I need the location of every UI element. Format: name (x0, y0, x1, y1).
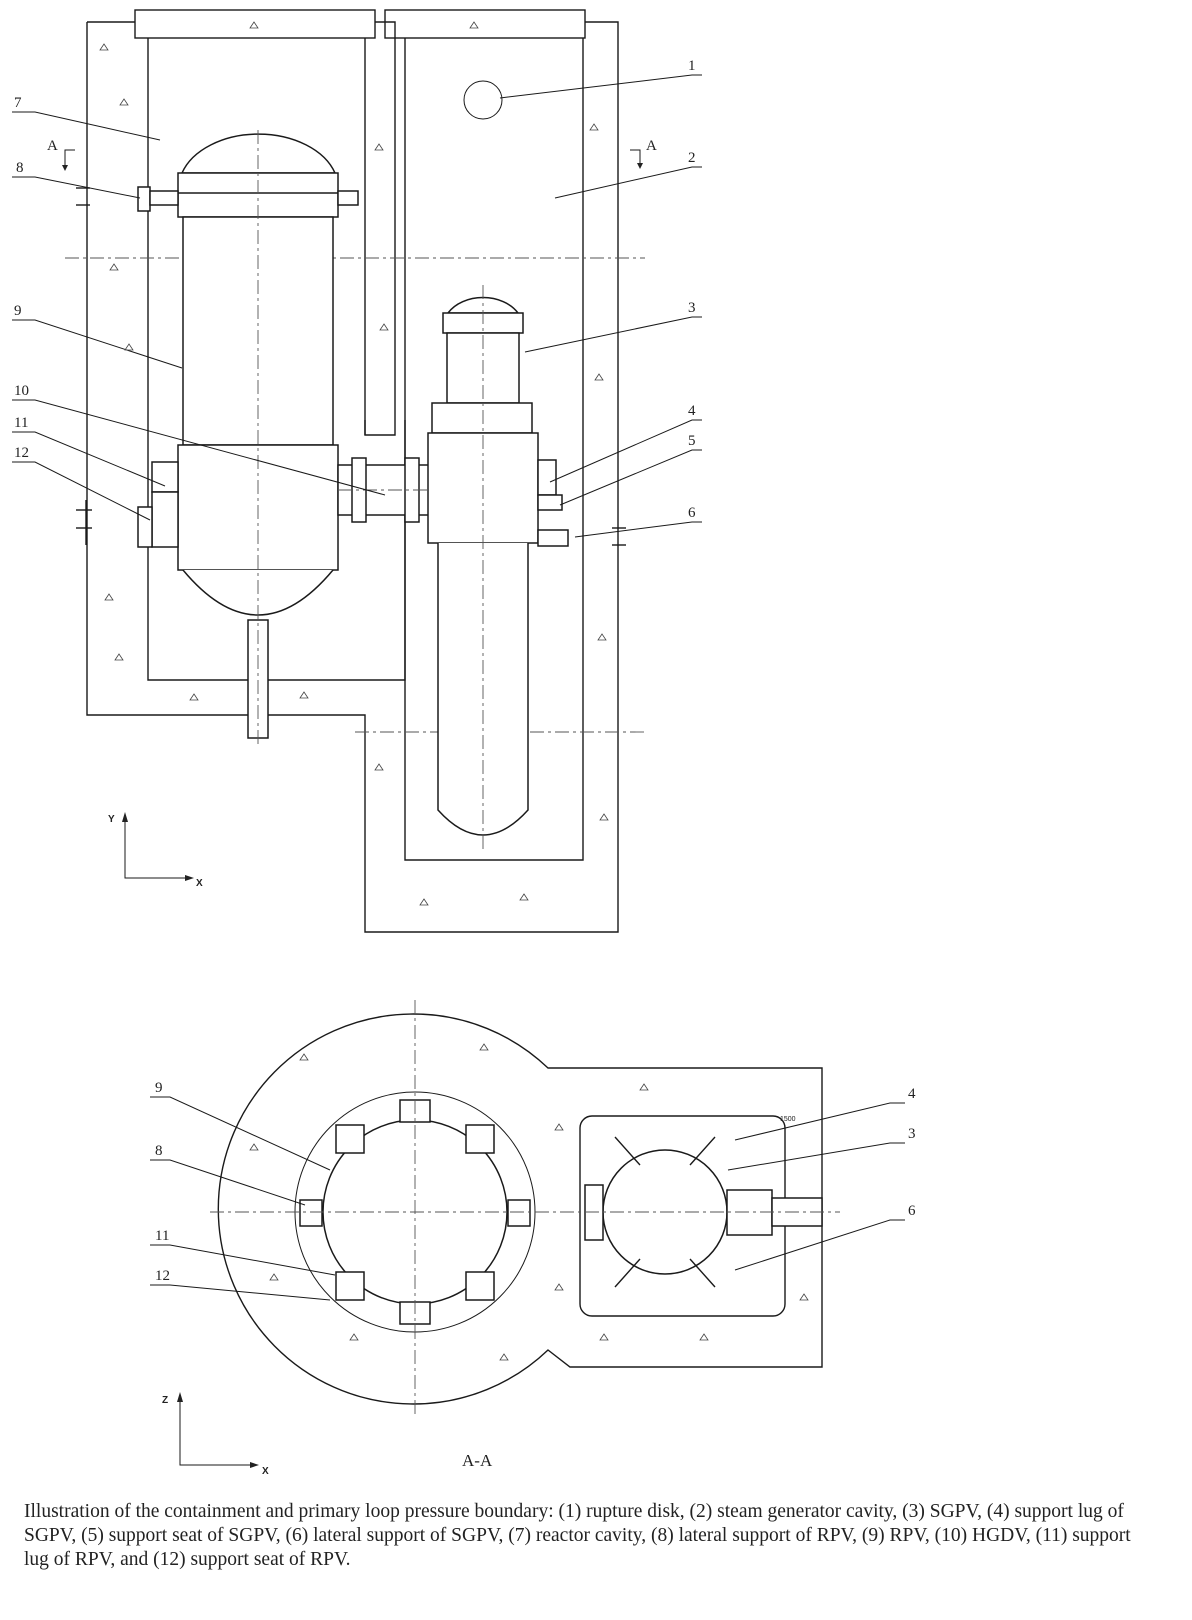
rupture-disk (463, 80, 503, 120)
label-1: 1 (688, 58, 696, 74)
sgpv (427, 285, 539, 850)
engineering-drawing: A A 1 2 3 4 5 6 7 8 9 10 (12, 9, 916, 1477)
label-11: 11 (14, 415, 28, 431)
section-title: A-A (462, 1451, 493, 1470)
axis-label-z: Z (162, 1395, 168, 1406)
axis-indicator-elevation: Y X (108, 812, 203, 889)
elevation-leaders (12, 74, 702, 538)
concrete-hatch-section (249, 1043, 809, 1361)
sg-cavity-inner (404, 38, 584, 861)
label-2: 2 (688, 150, 696, 166)
axis-indicator-section: Z X (162, 1392, 269, 1477)
section-label-3: 3 (908, 1126, 916, 1142)
axis-label-x-section: X (262, 1466, 269, 1477)
top-slab-right (384, 9, 586, 39)
rpv (177, 130, 339, 745)
section-outer-wall (217, 1013, 823, 1405)
section-label-11: 11 (155, 1228, 169, 1244)
dimension-1500: 1500 (780, 1116, 796, 1123)
section-label-8: 8 (155, 1143, 163, 1159)
section-mark-a-left: A (47, 138, 58, 154)
section-leaders (150, 1096, 905, 1301)
section-label-4: 4 (908, 1086, 916, 1102)
hgdv (337, 457, 434, 523)
section-view: 1500 9 8 11 12 4 3 6 Z X A-A (150, 1000, 916, 1477)
section-marker-right: A (630, 138, 657, 169)
label-10: 10 (14, 383, 29, 399)
elevation-view: A A 1 2 3 4 5 6 7 8 9 10 (12, 9, 702, 933)
label-8: 8 (16, 160, 24, 176)
label-4: 4 (688, 403, 696, 419)
label-5: 5 (688, 433, 696, 449)
section-rpv-supports (299, 1099, 531, 1325)
section-marker-left: A (47, 138, 75, 171)
label-9: 9 (14, 303, 22, 319)
axis-label-x: X (196, 878, 203, 889)
section-mark-a-right: A (646, 138, 657, 154)
label-3: 3 (688, 300, 696, 316)
section-sgpv-supports (584, 1136, 823, 1288)
sgpv-supports (537, 459, 626, 547)
figure-caption: Illustration of the containment and prim… (24, 1501, 1131, 1570)
label-6: 6 (688, 505, 696, 521)
rpv-support-seat (76, 461, 179, 548)
section-label-9: 9 (155, 1080, 163, 1096)
label-7: 7 (14, 95, 22, 111)
section-label-6: 6 (908, 1203, 916, 1219)
concrete-hatch-elevation (99, 21, 609, 906)
reactor-cavity-wall (86, 21, 619, 933)
label-12: 12 (14, 445, 29, 461)
section-label-12: 12 (155, 1268, 170, 1284)
axis-label-y: Y (108, 814, 115, 825)
